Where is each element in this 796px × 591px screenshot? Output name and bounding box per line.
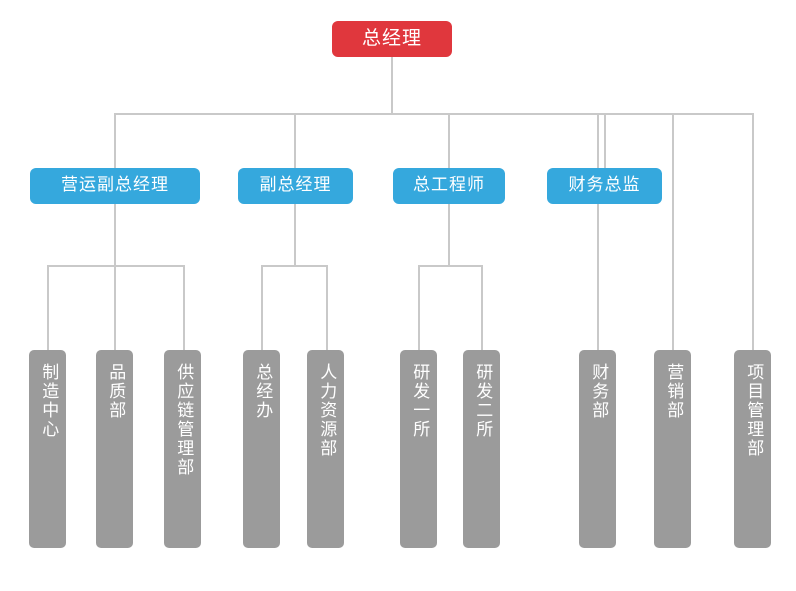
- node-general-manager[interactable]: 总经理: [332, 21, 452, 57]
- node-label: 制造中心: [38, 363, 59, 439]
- connector-drop-dept-marketing: [672, 113, 674, 351]
- node-rd-institute-two[interactable]: 研发二所: [463, 350, 500, 548]
- connector-group2-drop-1: [261, 265, 263, 351]
- node-human-resources-department[interactable]: 人力资源部: [307, 350, 344, 548]
- node-chief-engineer[interactable]: 总工程师: [393, 168, 505, 204]
- connector-drop-dept-project: [752, 113, 754, 351]
- connector-group1-stem: [114, 203, 116, 267]
- node-rd-institute-one[interactable]: 研发一所: [400, 350, 437, 548]
- node-label: 财务部: [588, 363, 609, 420]
- node-general-managers-office[interactable]: 总经办: [243, 350, 280, 548]
- connector-main-bus: [114, 113, 754, 115]
- node-marketing-department[interactable]: 营销部: [654, 350, 691, 548]
- node-label: 研发一所: [409, 363, 430, 439]
- connector-group3-stem: [448, 203, 450, 267]
- node-label: 人力资源部: [316, 363, 337, 458]
- connector-drop-exec-2: [294, 113, 296, 169]
- node-manufacturing-center[interactable]: 制造中心: [29, 350, 66, 548]
- node-label: 供应链管理部: [173, 363, 194, 477]
- node-label: 营销部: [663, 363, 684, 420]
- node-label: 副总经理: [259, 175, 332, 196]
- node-supply-chain-management-department[interactable]: 供应链管理部: [164, 350, 201, 548]
- connector-group2-stem: [294, 203, 296, 267]
- node-label: 总工程师: [413, 175, 485, 196]
- node-operations-vice-general-manager[interactable]: 营运副总经理: [30, 168, 200, 204]
- node-label: 总经办: [252, 363, 273, 420]
- connector-group2-drop-2: [326, 265, 328, 351]
- connector-group3-drop-2: [481, 265, 483, 351]
- connector-drop-exec-4: [604, 113, 606, 169]
- node-label: 总经理: [361, 27, 422, 50]
- connector-drop-exec-1: [114, 113, 116, 169]
- connector-group1-drop-3: [183, 265, 185, 351]
- node-vice-general-manager[interactable]: 副总经理: [238, 168, 353, 204]
- connector-group1-drop-2: [114, 265, 116, 351]
- node-label: 研发二所: [472, 363, 493, 439]
- node-label: 项目管理部: [743, 363, 764, 458]
- connector-group3-bus: [418, 265, 483, 267]
- connector-root-drop: [391, 56, 393, 115]
- node-finance-department[interactable]: 财务部: [579, 350, 616, 548]
- connector-drop-dept-finance: [597, 113, 599, 351]
- node-label: 营运副总经理: [61, 175, 169, 196]
- connector-group3-drop-1: [418, 265, 420, 351]
- node-label: 财务总监: [568, 175, 641, 196]
- node-project-management-department[interactable]: 项目管理部: [734, 350, 771, 548]
- node-finance-director[interactable]: 财务总监: [547, 168, 662, 204]
- connector-drop-exec-3: [448, 113, 450, 169]
- connector-group2-bus: [261, 265, 328, 267]
- node-label: 品质部: [105, 363, 126, 420]
- node-quality-department[interactable]: 品质部: [96, 350, 133, 548]
- connector-group1-drop-1: [47, 265, 49, 351]
